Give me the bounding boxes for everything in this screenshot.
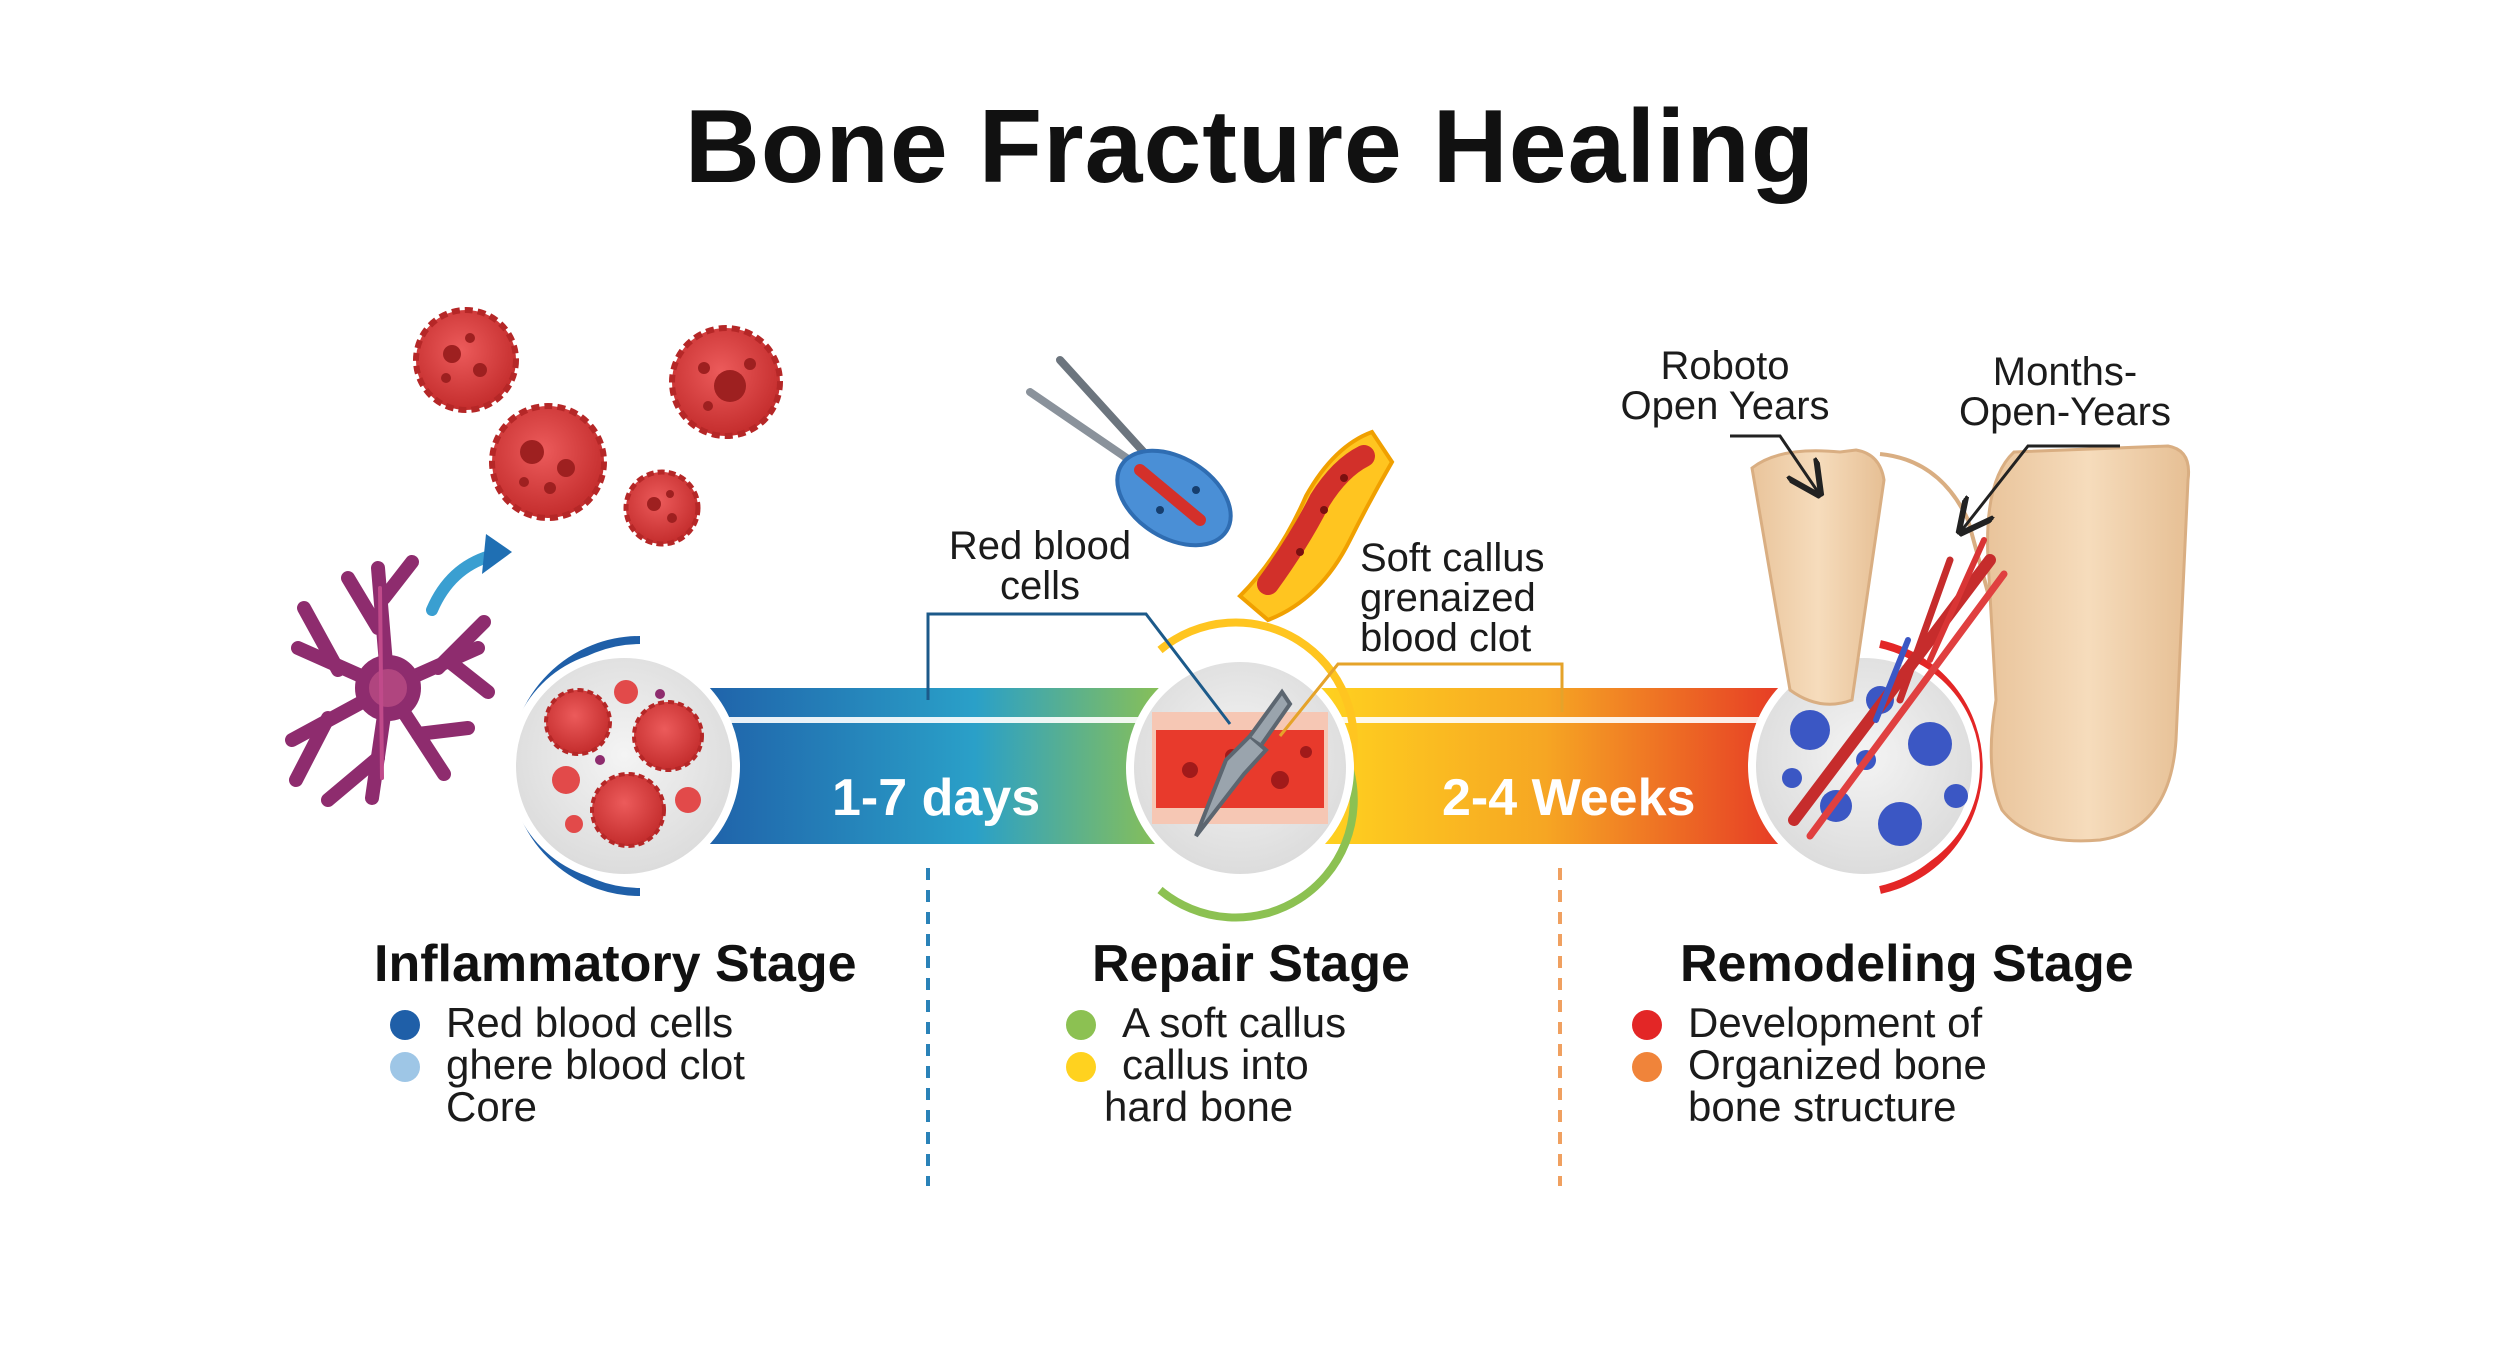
remodeling-stage-list: Development of Organized bone bone struc… <box>1632 1002 1987 1128</box>
bullet-dot <box>1066 1010 1096 1040</box>
immune-cell-icon <box>285 555 495 807</box>
floating-red-blood-cells <box>413 307 783 547</box>
repair-stage-circle <box>1126 618 1358 922</box>
callout-months-open-years: Months- Open-Years <box>1959 350 2171 434</box>
bullet-dot <box>1632 1010 1662 1040</box>
callout-leaders <box>926 612 1564 737</box>
callout-soft-callus: Soft callus grenaized blood clot <box>1360 536 1545 660</box>
list-item: bone structure <box>1688 1083 1957 1130</box>
page-title: Bone Fracture Healing <box>684 89 1816 205</box>
remodeling-stage-title: Remodeling Stage <box>1680 935 2134 993</box>
list-item: A soft callus <box>1066 1002 1346 1044</box>
inflammatory-stage-circle <box>508 636 740 896</box>
bullet-dot <box>390 1010 420 1040</box>
inflammatory-stage-title: Inflammatory Stage <box>374 935 857 993</box>
callout-red-blood-cells: Red blood cells <box>948 524 1132 608</box>
list-item: Organized bone <box>1632 1044 1987 1086</box>
repair-stage-list: A soft callus callus into hard bone <box>1066 1002 1346 1128</box>
curved-arrow-icon <box>426 550 496 616</box>
red-blood-cell <box>623 469 701 547</box>
soft-callus-clot-icon <box>1237 429 1395 623</box>
callus-sponge-icon <box>1115 448 1233 548</box>
bone-callout-arrows <box>1730 434 2120 530</box>
band-label-2-4-weeks: 2-4 Weeks <box>1442 769 1696 827</box>
curved-arrow-head <box>482 534 512 574</box>
bullet-dot <box>390 1052 420 1082</box>
inflammatory-stage-list: Red blood cells ghere blood clot Core <box>390 1002 745 1128</box>
band-label-1-7-days: 1-7 days <box>832 769 1041 827</box>
list-item: Core <box>446 1083 538 1130</box>
red-blood-cell <box>669 325 783 439</box>
callout-roboto-open-years: Roboto Open Years <box>1620 344 1830 428</box>
remodeled-bone-illustration <box>1750 444 2191 843</box>
red-blood-cell <box>413 307 519 413</box>
repair-stage-title: Repair Stage <box>1092 935 1410 993</box>
red-blood-cell <box>489 403 607 521</box>
list-item: hard bone <box>1104 1083 1294 1130</box>
bullet-dot <box>1632 1052 1662 1082</box>
list-item: ghere blood clot <box>390 1044 745 1086</box>
list-item: Development of <box>1632 1002 1987 1044</box>
list-item: callus into <box>1066 1044 1346 1086</box>
list-item: Red blood cells <box>390 1002 745 1044</box>
bullet-dot <box>1066 1052 1096 1082</box>
